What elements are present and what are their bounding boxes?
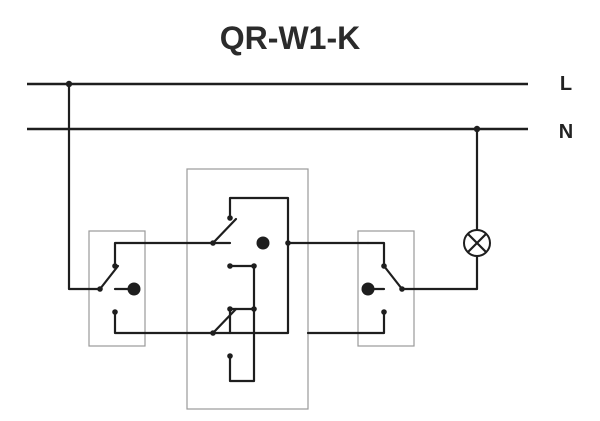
switch-pivot [361, 282, 375, 296]
traveler-wire-bottom [306, 310, 386, 335]
switch-blade [98, 264, 120, 291]
center-intermediate-switch [210, 196, 370, 383]
center-switch-box [186, 168, 309, 410]
traveler-wire-top [113, 241, 232, 268]
traveler-wire-bottom [113, 310, 232, 335]
junction-dot [473, 125, 481, 133]
switch-blade [382, 264, 404, 291]
lamp [463, 125, 491, 257]
feed-wire [67, 82, 102, 291]
switch-to-lamp-wire [400, 254, 479, 291]
upper-blade [211, 217, 238, 245]
internal-wire-left [228, 264, 256, 383]
switch-pivot [127, 282, 141, 296]
neutral-label-n: N [559, 121, 573, 143]
diagram-title: QR-W1-K [220, 20, 360, 56]
line-label-l: L [560, 73, 572, 95]
lamp-icon [463, 229, 491, 257]
internal-wire-right [228, 196, 290, 335]
lower-blade [211, 307, 238, 335]
upper-pivot [256, 236, 270, 250]
junction-dot [65, 80, 73, 88]
left-two-way-switch [65, 80, 232, 335]
right-two-way-switch [306, 241, 479, 335]
